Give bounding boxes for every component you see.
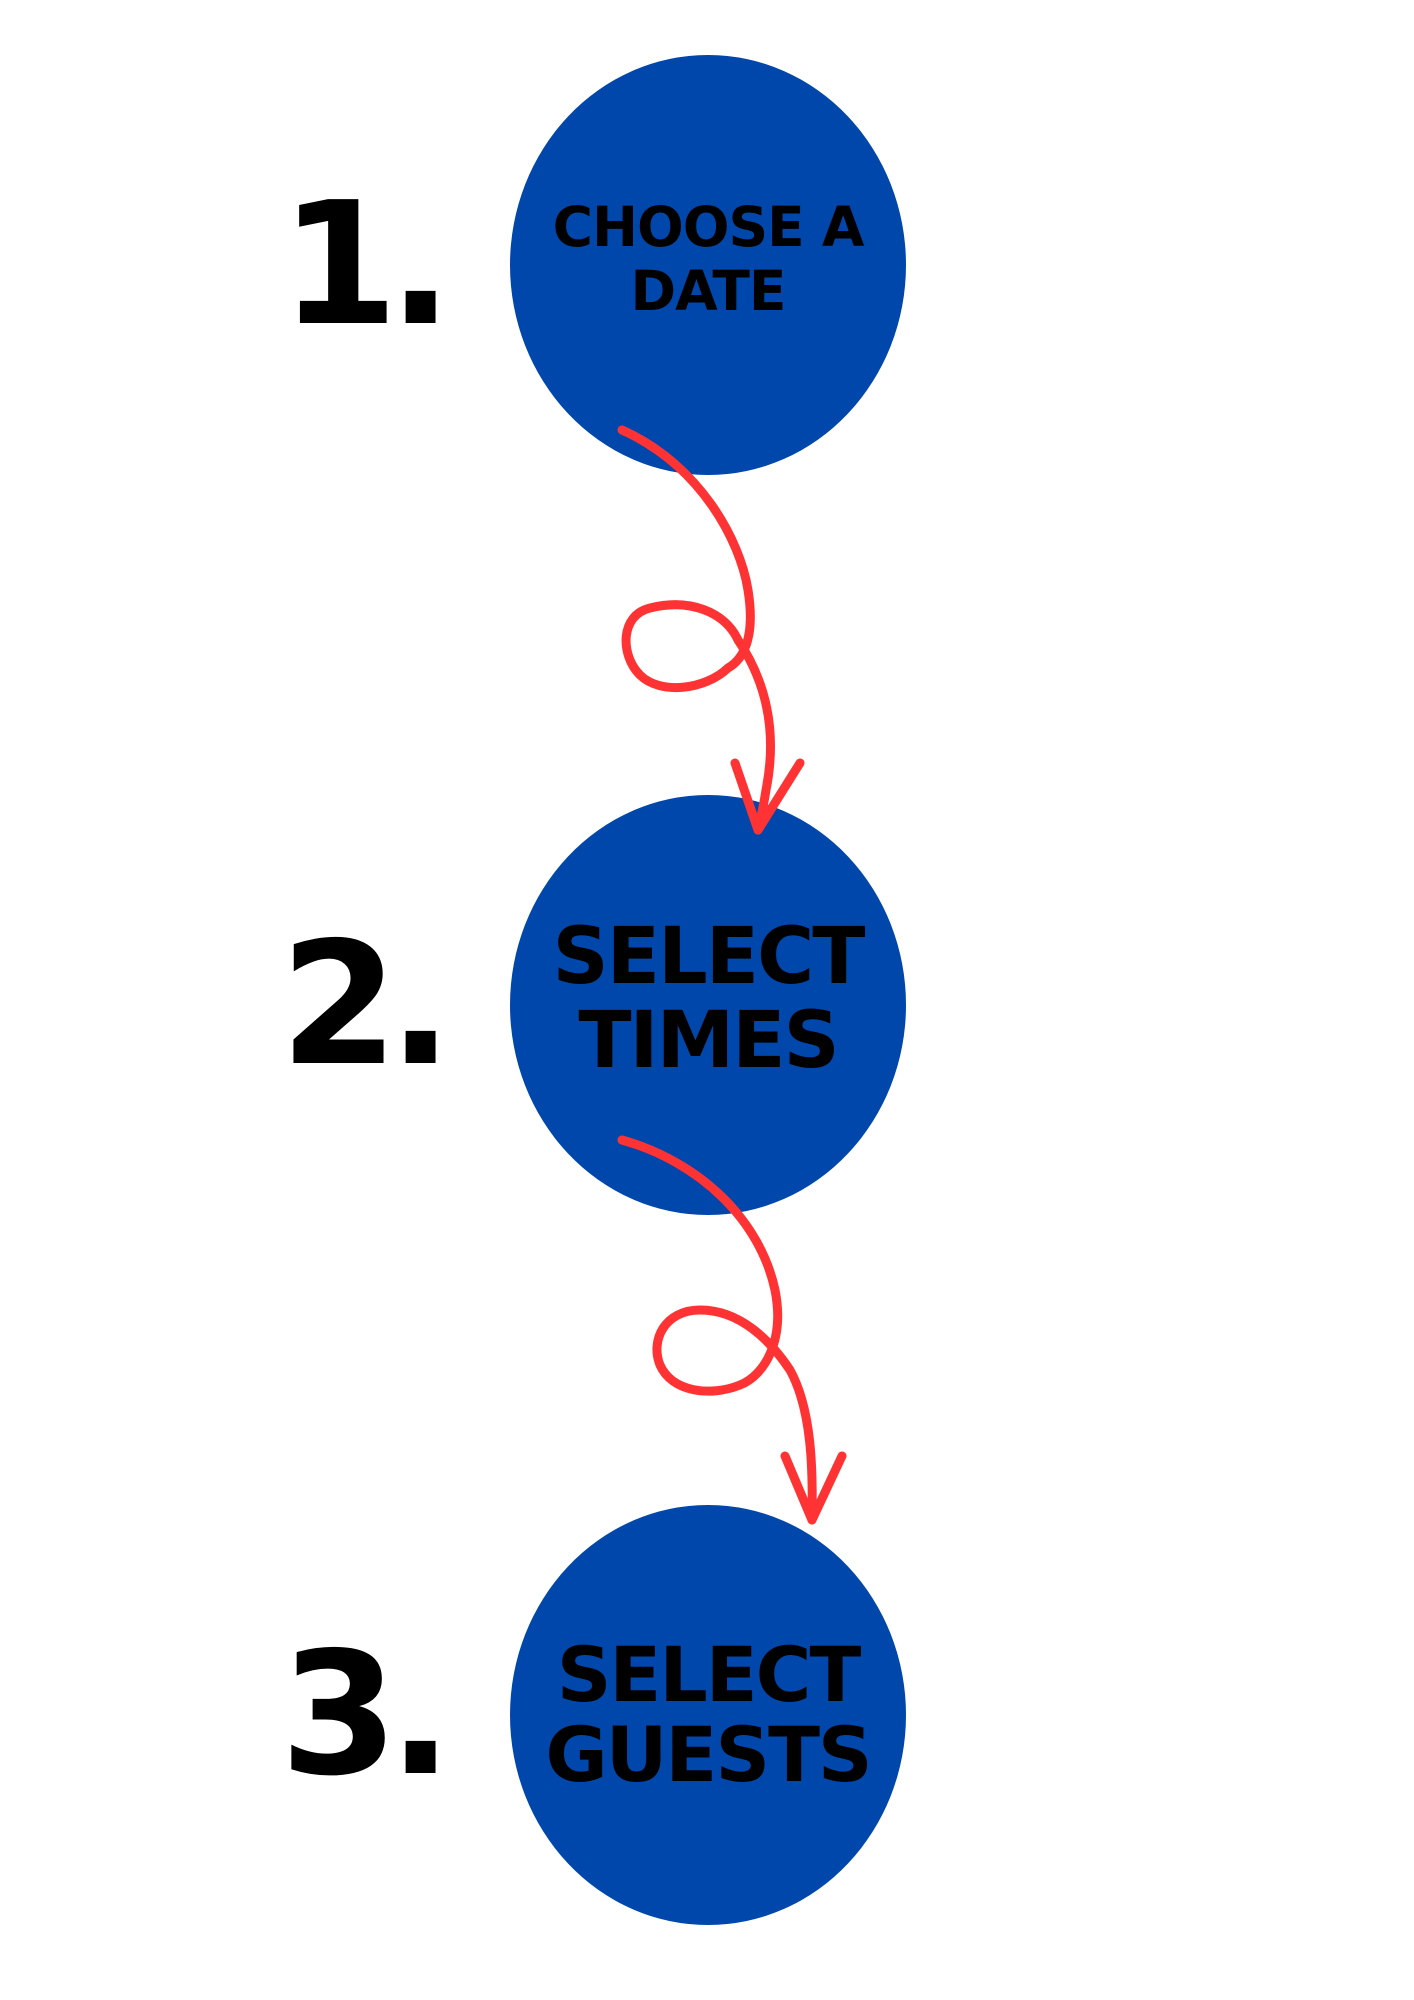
step-2-circle: SELECT TIMES <box>510 795 906 1215</box>
step-1-number: 1. <box>280 166 453 364</box>
step-1-circle: CHOOSE A DATE <box>510 55 906 475</box>
step-3-number: 3. <box>280 1616 453 1814</box>
step-2-label: SELECT TIMES <box>552 912 866 1086</box>
step-3-label: SELECT GUESTS <box>545 1630 872 1799</box>
step-3-circle: SELECT GUESTS <box>510 1505 906 1925</box>
curly-arrow-icon <box>617 425 805 835</box>
step-2-number: 2. <box>280 906 453 1104</box>
step-1-label: CHOOSE A DATE <box>552 195 865 323</box>
